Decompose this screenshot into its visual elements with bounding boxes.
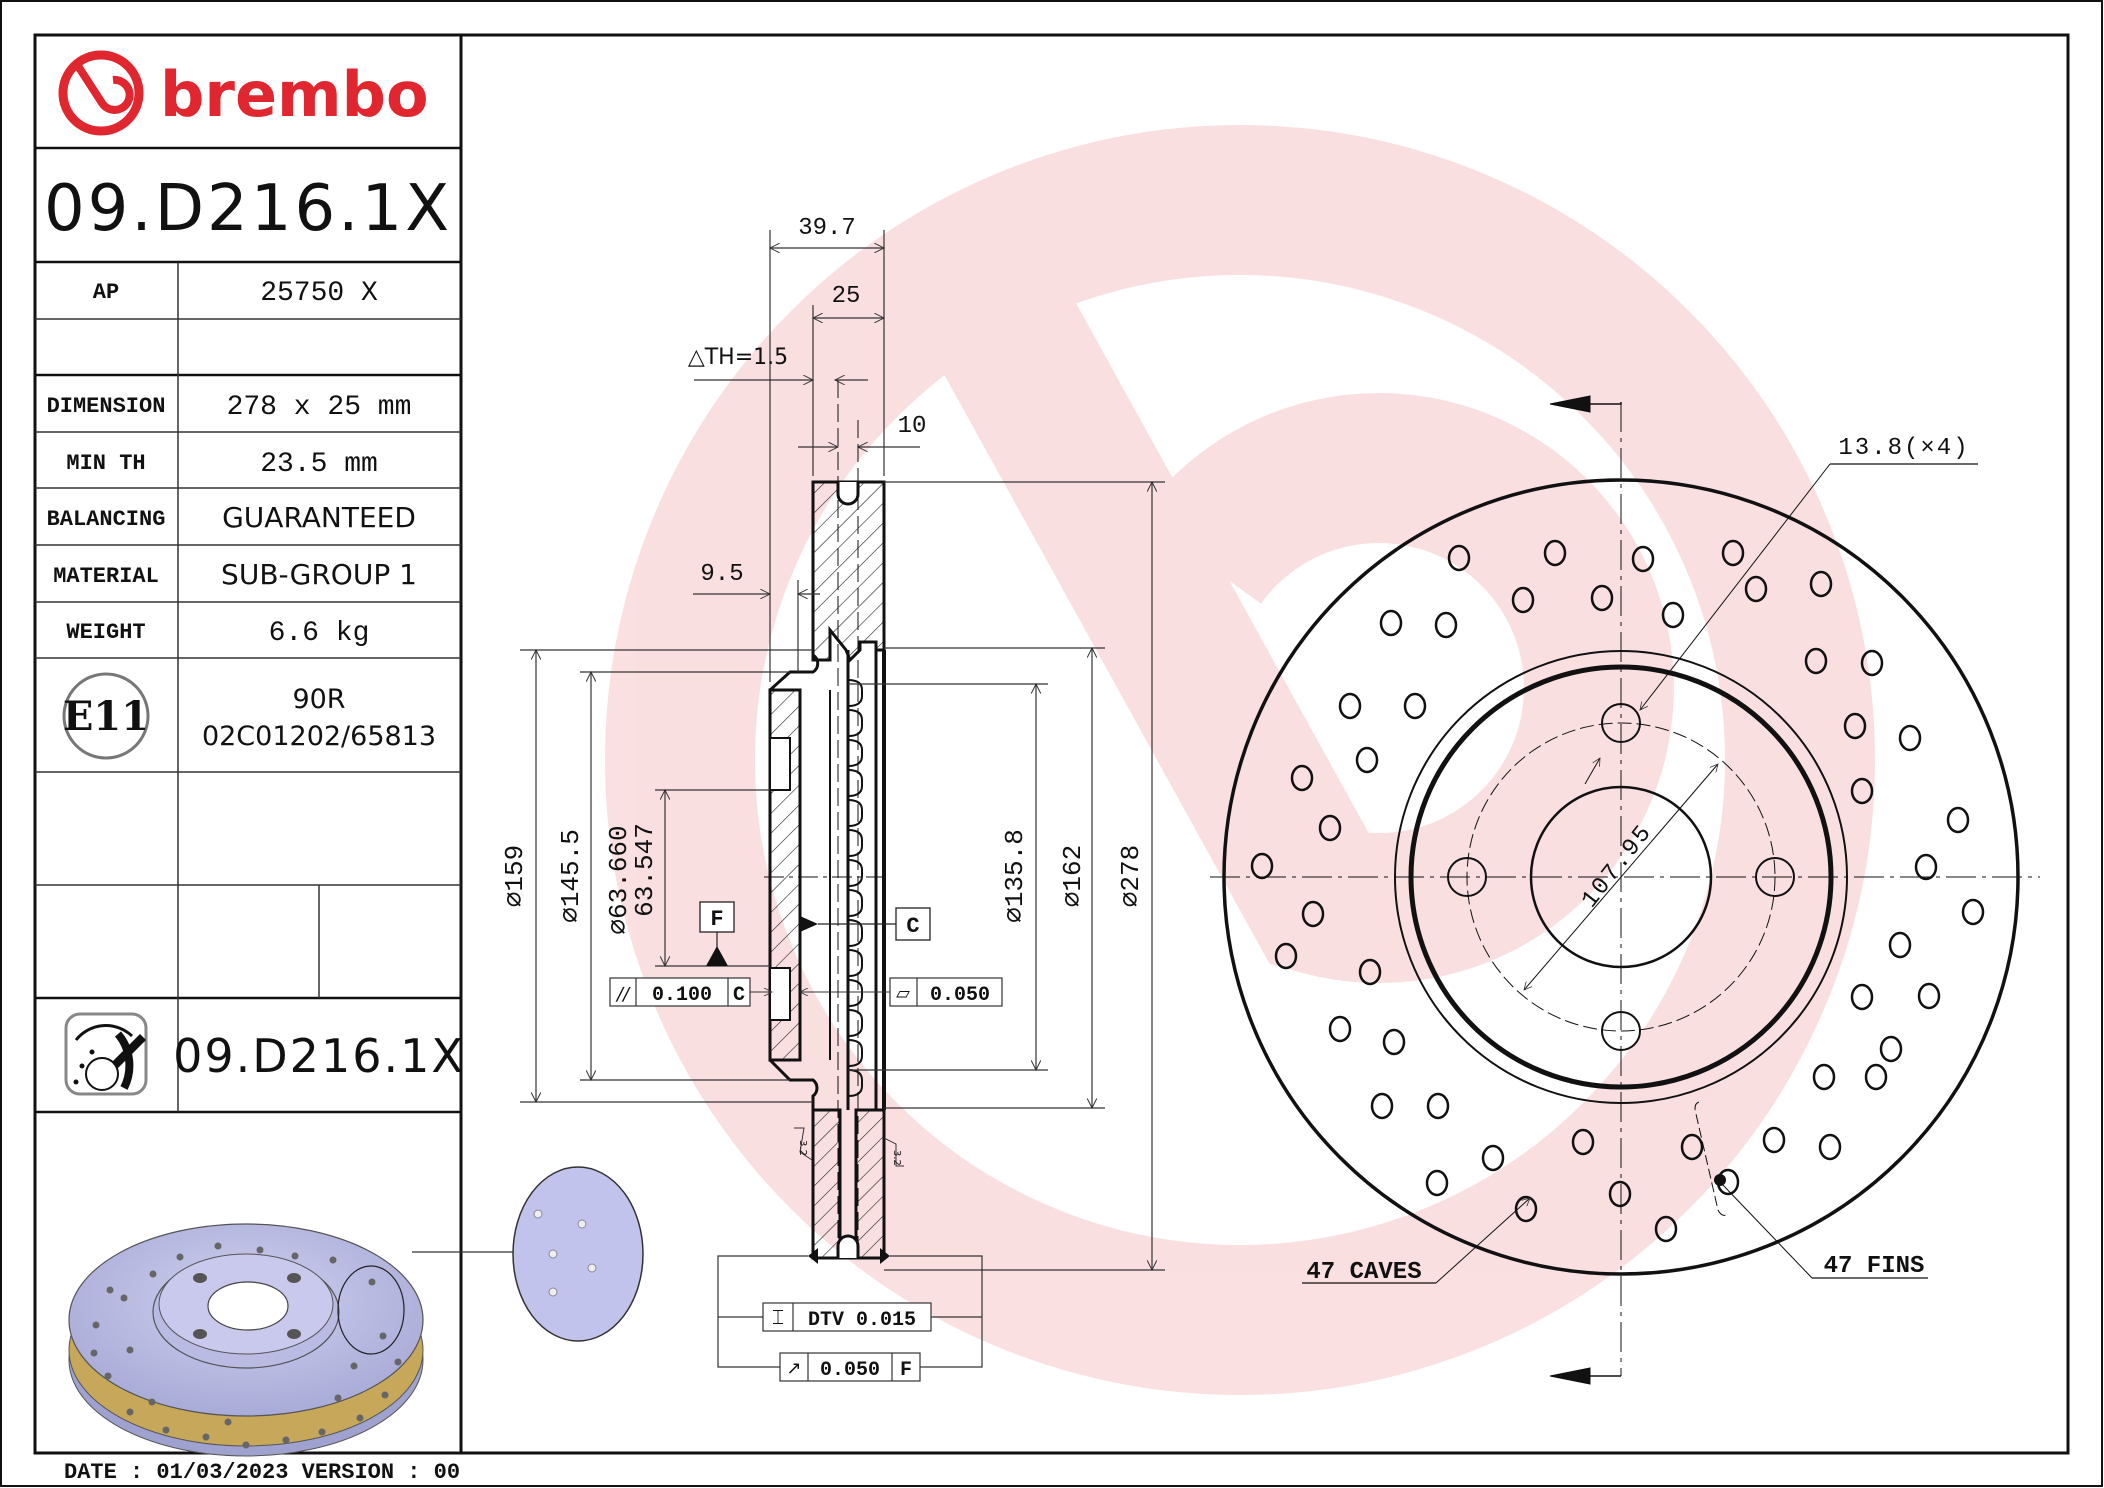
dim-hat-offset: 9.5 <box>700 561 743 588</box>
datum-triangle-icon <box>706 946 728 966</box>
approval-number: 02C01202/65813 <box>202 721 436 752</box>
parallelism-symbol-icon: // <box>615 984 631 1005</box>
inner-frame <box>33 33 2070 1455</box>
section-dimension-labels: 39.7 25 △TH=1.5 10 9.5 ⌀159 ⌀145.5 ⌀63.6… <box>500 215 1146 935</box>
datum-f-label: F <box>710 907 723 932</box>
caves-label: 47 CAVES <box>1306 1259 1421 1286</box>
dim-thickness: 25 <box>832 283 861 310</box>
approval-mark: E11 90R 02C01202/65813 <box>62 672 436 760</box>
dim-d145: ⌀145.5 <box>556 829 586 923</box>
parallelism-datum: C <box>733 984 745 1007</box>
flatness-symbol-icon: ▱ <box>896 983 910 1004</box>
icon-part-number: 09.D216.1X <box>173 1029 465 1083</box>
section-dimensions <box>520 230 1165 1270</box>
dim-d162: ⌀162 <box>1058 845 1088 907</box>
spec-table: AP 25750 X DIMENSION 278 x 25 mm MIN TH … <box>47 278 417 649</box>
e-mark-circle-icon <box>62 672 150 760</box>
dim-vane: 10 <box>898 413 927 440</box>
part-number: 09.D216.1X <box>44 172 452 246</box>
brembo-logo: brembo <box>58 50 429 136</box>
dim-d135: ⌀135.8 <box>1000 829 1030 923</box>
flatness-value: 0.050 <box>930 984 990 1007</box>
dim-d159: ⌀159 <box>500 845 530 907</box>
runout-datum: F <box>900 1359 912 1382</box>
fin-pattern <box>847 679 863 1097</box>
dtv-symbol-icon: ⌶ <box>772 1305 784 1329</box>
date-version: DATE : 01/03/2023 VERSION : 00 <box>64 1460 460 1485</box>
parallelism-frame: // 0.100 C <box>609 977 772 1007</box>
brand-name: brembo <box>160 58 429 131</box>
fins-label: 47 FINS <box>1824 1253 1925 1280</box>
datum-c-label: C <box>906 914 919 939</box>
row-label-dimension: DIMENSION <box>47 394 166 419</box>
brembo-watermark <box>605 125 1875 1395</box>
roughness-left: 3.2 <box>797 1140 808 1156</box>
parallelism-value: 0.100 <box>652 984 712 1007</box>
brembo-mark-icon <box>58 50 144 136</box>
roughness-marks: 3.2 3.2 <box>794 1127 904 1167</box>
row-label-ap: AP <box>93 280 119 305</box>
title-block <box>35 35 463 1453</box>
runout-value: 0.050 <box>820 1359 880 1382</box>
dim-overall-width: 39.7 <box>798 215 856 242</box>
datum-triangle-icon <box>800 916 818 932</box>
row-value-ap: 25750 X <box>260 278 378 309</box>
datum-c: C <box>800 907 931 941</box>
dim-bore-max: ⌀63.660 <box>604 825 634 934</box>
runout-symbol-icon: ↗ <box>786 1358 801 1379</box>
row-label-material: MATERIAL <box>53 564 159 589</box>
lower-tolerances: ⌶ DTV 0.015 ↗ 0.050 F <box>717 1248 983 1382</box>
regulation: 90R <box>292 684 345 715</box>
detail-zoom-bubble <box>512 1166 644 1342</box>
dtv-value: DTV 0.015 <box>808 1309 916 1332</box>
bolt-hole-label: 13.8(×4) <box>1838 435 1969 462</box>
dim-bore-min: 63.547 <box>630 823 660 917</box>
row-label-balancing: BALANCING <box>47 507 166 532</box>
datum-f: F <box>699 901 735 966</box>
row-value-balancing: GUARANTEED <box>222 501 416 534</box>
section-arrow-bottom <box>1549 1367 1621 1385</box>
cross-drill-holes <box>1250 539 1985 1243</box>
row-label-min-th: MIN TH <box>66 451 145 476</box>
flatness-frame: ▱ 0.050 <box>800 977 1003 1007</box>
row-value-min-th: 23.5 mm <box>260 449 378 480</box>
front-view <box>1210 395 2040 1385</box>
row-value-material: SUB-GROUP 1 <box>221 558 417 591</box>
dim-d278: ⌀278 <box>1116 845 1146 907</box>
row-value-weight: 6.6 kg <box>269 618 370 649</box>
row-value-dimension: 278 x 25 mm <box>227 392 412 423</box>
roughness-right: 3.2 <box>891 1150 902 1166</box>
disc-service-icon <box>64 1012 148 1096</box>
section-view <box>764 380 890 1260</box>
section-arrow-top <box>1549 395 1622 413</box>
row-label-weight: WEIGHT <box>66 620 145 645</box>
dim-delta-th: △TH=1.5 <box>688 345 788 370</box>
disc-3d-render <box>68 1223 520 1457</box>
e-mark: E11 <box>63 693 149 740</box>
